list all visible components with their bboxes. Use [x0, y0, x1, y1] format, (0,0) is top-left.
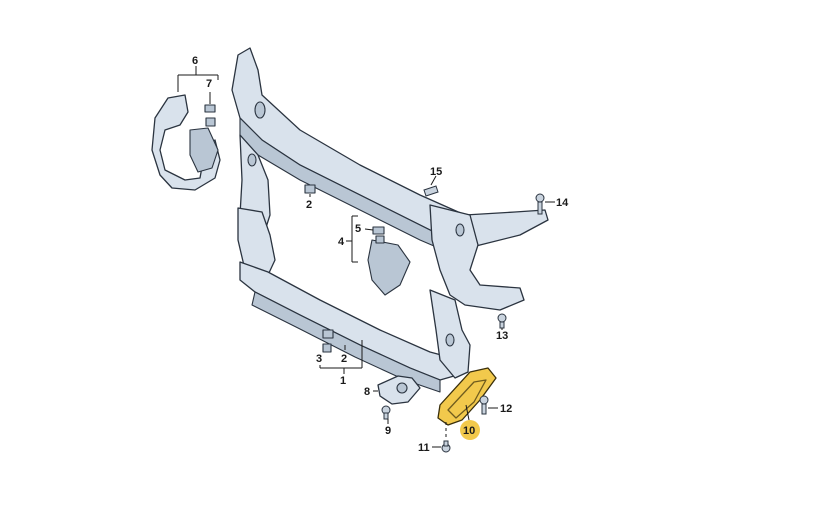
clip-nut-3 [322, 343, 332, 353]
callout-12: 12 [500, 403, 512, 415]
callout-8: 8 [364, 386, 370, 398]
callout-3: 3 [316, 353, 322, 365]
bolt-11 [441, 440, 451, 453]
bolt-14 [535, 193, 555, 215]
callout-7: 7 [206, 78, 212, 90]
callout-9: 9 [385, 425, 391, 437]
callout-13: 13 [496, 330, 508, 342]
lock-bracket-8 [377, 375, 421, 405]
bolt-13 [497, 313, 507, 330]
bolt-12 [479, 395, 489, 415]
clip-nut-5 [372, 226, 385, 235]
callout-14: 14 [556, 197, 569, 209]
callout-2-upper: 2 [306, 199, 312, 211]
clip-nut-2-upper [304, 184, 316, 194]
callout-10: 10 [463, 425, 475, 437]
callout-1: 1 [340, 375, 346, 387]
leader-lines [177, 66, 498, 448]
callout-6: 6 [192, 55, 198, 67]
callout-labels: 6 7 2 15 14 5 4 13 3 2 1 8 9 12 11 10 [192, 55, 569, 454]
callout-15: 15 [430, 166, 442, 178]
callout-10-highlight-circle [460, 420, 480, 440]
clip-nut-4 [375, 235, 385, 244]
bolt-15 [423, 175, 439, 197]
callout-5: 5 [355, 223, 361, 235]
air-guide-10-highlighted [437, 367, 497, 440]
left-side-bracket [151, 94, 221, 191]
bolt-9 [381, 405, 391, 420]
front-carrier-frame [231, 47, 549, 393]
clip-nut-2-lower [322, 329, 334, 339]
callout-4: 4 [338, 236, 345, 248]
callout-2-lower: 2 [341, 353, 347, 365]
callout-11: 11 [418, 442, 430, 454]
